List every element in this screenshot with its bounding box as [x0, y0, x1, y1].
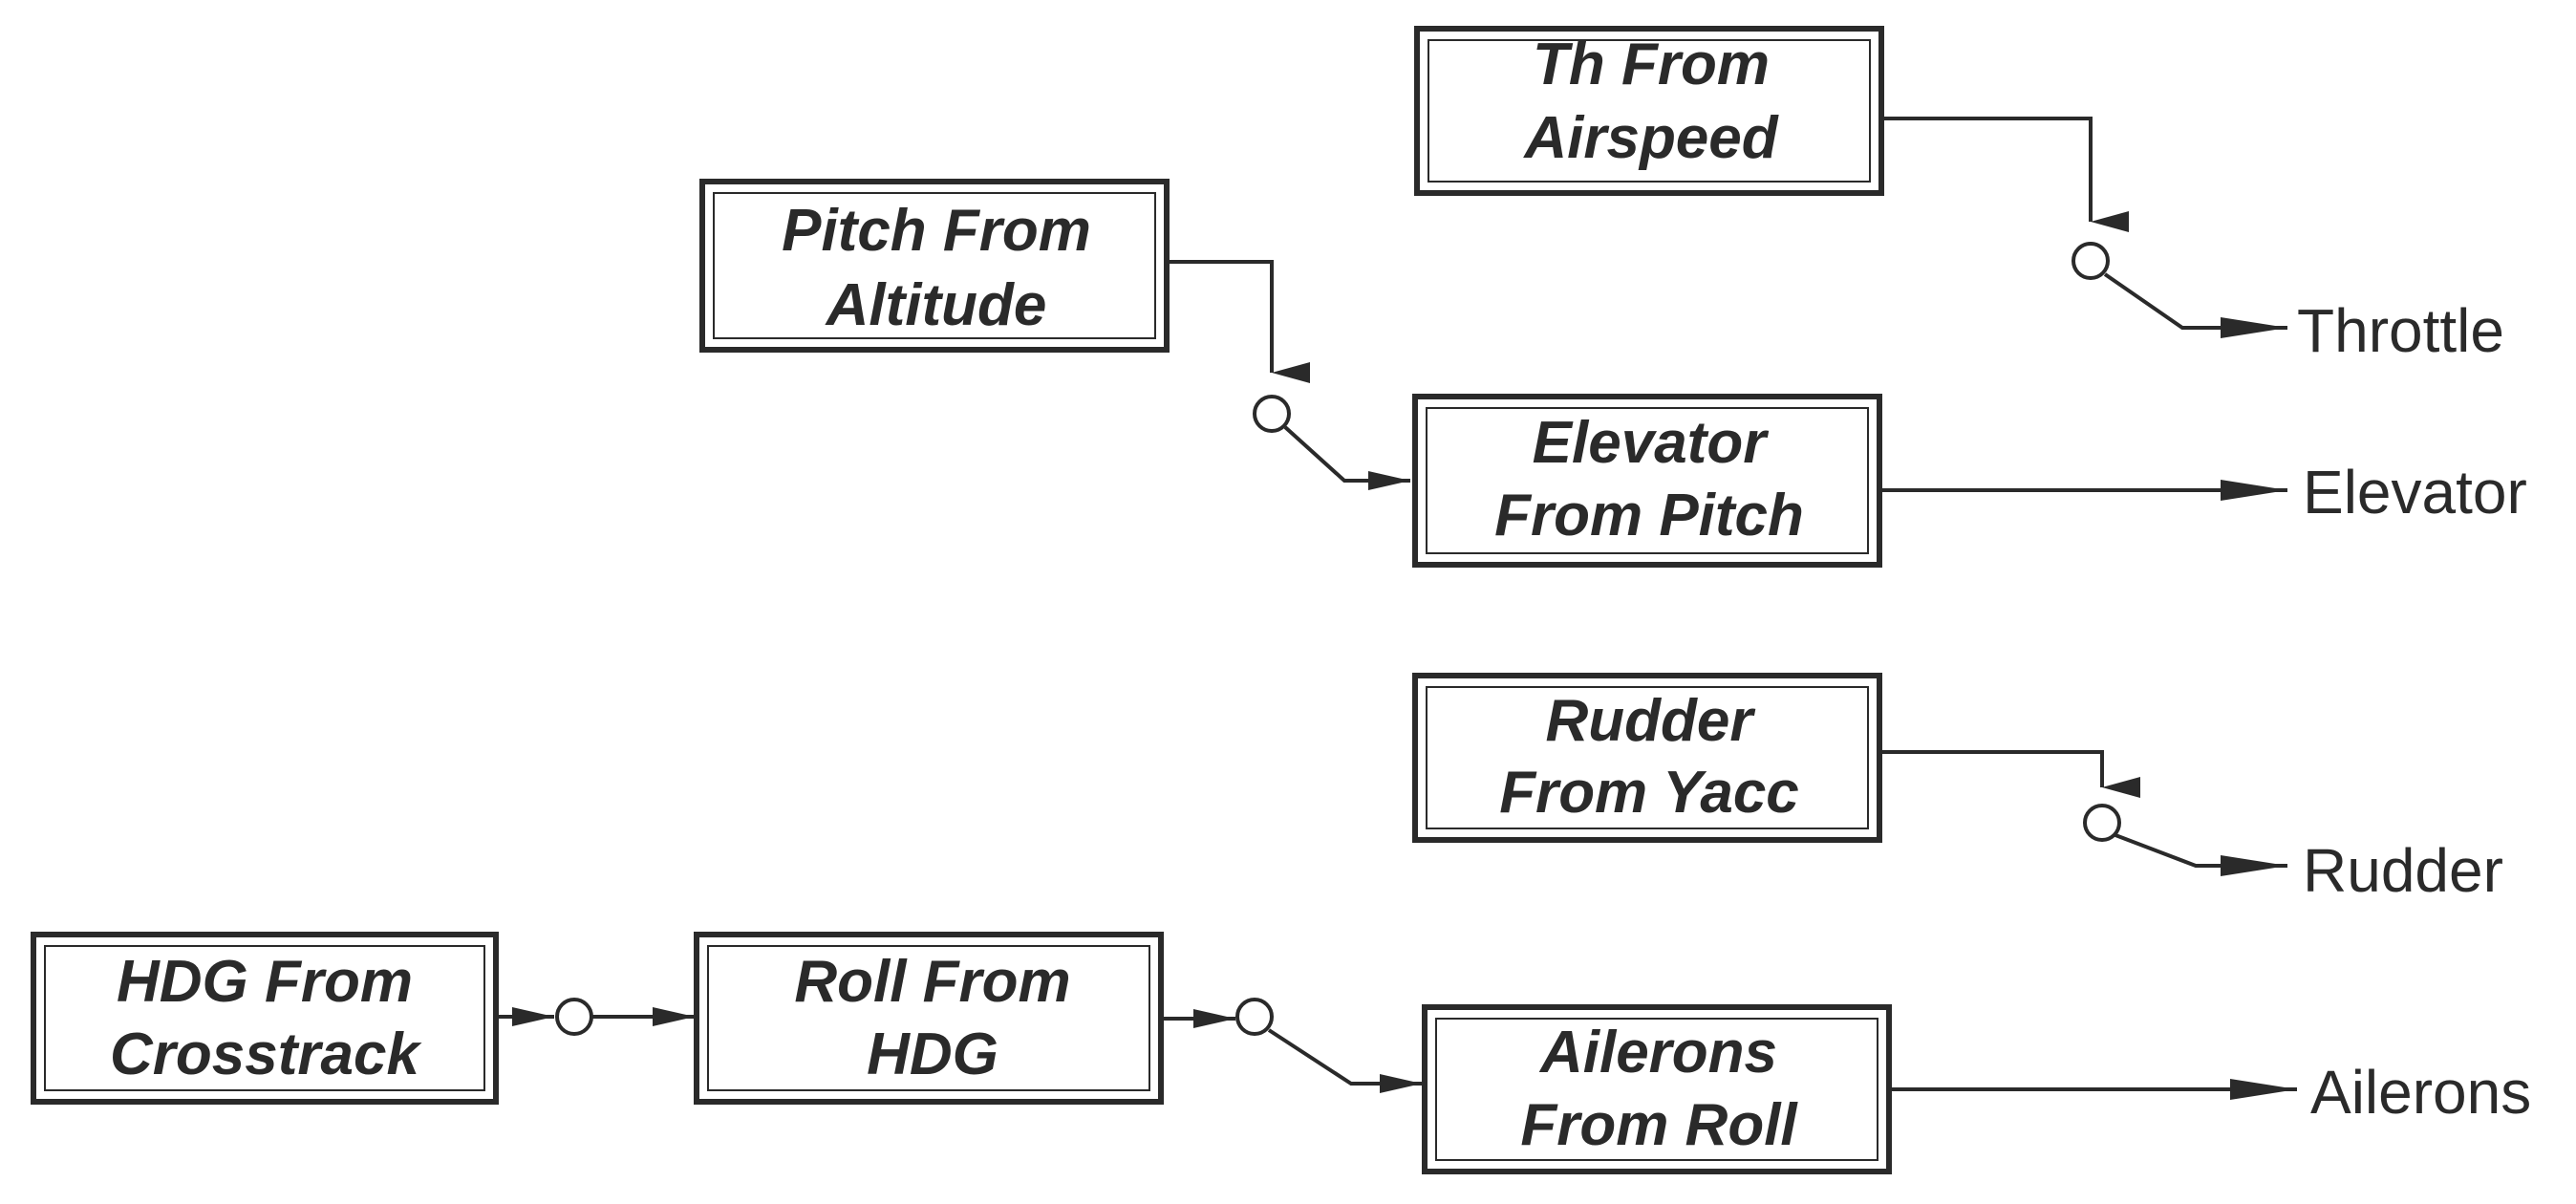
block-label-line-1: Roll From [794, 949, 1070, 1015]
block-label-line-1: Rudder [1546, 688, 1756, 754]
pitch-from-altitude-block: Pitch From Altitude [699, 179, 1170, 353]
rudder-switch-node [2083, 804, 2121, 842]
th-from-airspeed-block: Th From Airspeed [1414, 26, 1884, 196]
output-label-throttle: Throttle [2297, 296, 2504, 365]
rudder-signal-path [1879, 750, 2287, 876]
block-label-line-1: Ailerons [1538, 1020, 1777, 1086]
throttle-signal-path [1881, 117, 2287, 338]
roll-switch-node [1235, 998, 1274, 1036]
output-label-rudder: Rudder [2303, 836, 2503, 905]
roll-from-hdg-block: Roll From HDG [694, 932, 1164, 1105]
ailerons-from-roll-block: Ailerons From Roll [1422, 1004, 1892, 1174]
block-label-line-2: From Roll [1520, 1092, 1798, 1158]
pitch-signal-path [1167, 260, 1410, 490]
pitch-switch-node [1253, 395, 1291, 433]
throttle-switch-node [2072, 242, 2110, 280]
output-label-ailerons: Ailerons [2310, 1058, 2531, 1127]
block-label-line-2: Airspeed [1522, 105, 1778, 171]
block-label-line-2: From Yacc [1499, 760, 1799, 826]
block-label-line-2: Altitude [825, 272, 1047, 338]
block-label-line-2: HDG [867, 1021, 998, 1087]
output-label-elevator: Elevator [2303, 458, 2527, 527]
block-label-line-1: Elevator [1533, 410, 1770, 476]
block-label-line-1: Pitch From [782, 198, 1091, 264]
block-label-line-2: From Pitch [1494, 483, 1804, 548]
block-label-line-2: Crosstrack [110, 1021, 422, 1087]
rudder-from-yacc-block: Rudder From Yacc [1412, 673, 1882, 843]
roll-signal-path [1161, 998, 1422, 1093]
hdg-from-crosstrack-block: HDG From Crosstrack [31, 932, 499, 1105]
hdg-signal-path [496, 998, 695, 1036]
elevator-from-pitch-block: Elevator From Pitch [1412, 394, 1882, 568]
block-label-line-1: HDG From [117, 949, 413, 1015]
hdg-node [555, 998, 593, 1036]
block-label-line-1: Th From [1533, 32, 1770, 97]
